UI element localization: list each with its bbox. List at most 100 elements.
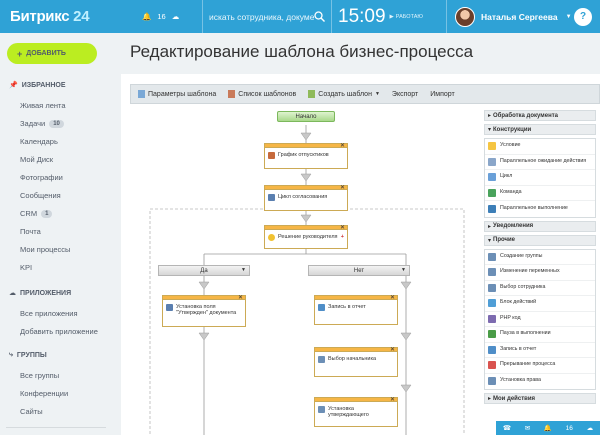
work-status[interactable]: ▶РАБОТАЮ [390,14,423,20]
activity-item[interactable]: Команда [485,186,595,201]
start-block[interactable]: Начало [277,111,335,122]
activity-item[interactable]: Параллельное ожидание действия [485,155,595,170]
activity-body: Установка поля "Утвержден" документа [163,300,245,317]
chat-icon[interactable]: ✉ [524,425,531,432]
work-time[interactable]: 15:09 ▶РАБОТАЮ [332,0,447,33]
caret-right-icon: ▸ [488,113,492,119]
chevron-down-icon[interactable]: ▼ [401,267,406,273]
section-apps[interactable]: ☁ ПРИЛОЖЕНИЯ [9,289,71,298]
activity-item[interactable]: Пауза в выполнении [485,327,595,343]
activity-condition[interactable]: ✕ Решение руководителя+ [264,225,348,249]
group-my-actions[interactable]: ▸Мои действия [484,393,596,404]
user-name[interactable]: Наталья Сергеева [481,11,558,22]
group-doc-processing[interactable]: ▸Обработка документа [484,110,596,121]
section-favorites[interactable]: 📌 ИЗБРАННОЕ [9,81,66,90]
add-button[interactable]: + ДОБАВИТЬ [7,43,97,64]
activity-item[interactable]: Прерывание процесса [485,358,595,374]
activity-set-approving[interactable]: ✕ Установка утверждающего [314,397,398,427]
workflow-workspace[interactable]: Начало ✕ График отпусктиков ✕ Цикл согла… [130,107,476,435]
help-button[interactable]: ? [574,7,592,26]
close-icon[interactable]: ✕ [237,295,243,301]
list-button[interactable]: Список шаблонов [224,90,300,98]
activity-icon [488,361,496,370]
chevron-down-icon[interactable]: ▼ [565,13,572,20]
bell-icon[interactable]: 🔔 [543,425,552,432]
close-icon[interactable]: ✕ [389,397,395,403]
activity-label: Запись в отчет [328,304,366,310]
export-button[interactable]: Экспорт [388,91,422,98]
user-menu[interactable]: Наталья Сергеева ▼ [447,6,574,27]
sidebar-item-label: Сообщения [20,191,61,200]
params-label: Параметры шаблона [148,90,217,98]
sidebar-item-kpi[interactable]: KPI [20,263,32,272]
activity-approval-cycle[interactable]: ✕ Цикл согласования [264,185,348,211]
create-button[interactable]: Создать шаблон▼ [304,90,384,98]
sidebar-item-sites[interactable]: Сайты [20,407,43,416]
activity-report[interactable]: ✕ Запись в отчет [314,295,398,325]
avatar[interactable] [455,6,475,27]
bell-icon[interactable]: 🔔 [142,12,152,21]
activity-item[interactable]: Запись в отчет [485,343,595,358]
sidebar-item-all-groups[interactable]: Все группы [20,371,59,380]
phone-icon[interactable]: ☎ [502,425,511,432]
work-status-label: РАБОТАЮ [395,13,423,20]
sidebar-item-my-drive[interactable]: Мой Диск [20,155,53,164]
sidebar-item-photos[interactable]: Фотографии [20,173,63,182]
top-bar: Битрикс 24 🔔 16 ☁ искать сотрудника, док… [0,0,600,33]
close-icon[interactable]: ✕ [339,143,345,149]
activity-choose-head[interactable]: ✕ Выбор начальника [314,347,398,377]
search-box[interactable]: искать сотрудника, докуме [202,0,332,33]
import-button[interactable]: Импорт [426,91,458,98]
cloud-icon[interactable]: ☁ [171,12,180,21]
activities-panel: ▸Обработка документа ▾Конструкции Услови… [484,110,596,435]
activity-item[interactable]: Параллельное выполнение [485,201,595,217]
close-icon[interactable]: ✕ [339,225,345,231]
activity-schedule[interactable]: ✕ График отпусктиков [264,143,348,169]
activity-icon [488,345,496,354]
search-icon[interactable] [314,11,325,22]
activity-header: ✕ [265,185,347,191]
search-input[interactable]: искать сотрудника, докуме [209,11,314,22]
group-constructions[interactable]: ▾Конструкции [484,124,596,135]
sidebar-item-all-apps[interactable]: Все приложения [20,309,78,318]
activity-icon [488,157,496,166]
sidebar-item-add-app[interactable]: Добавить приложение [20,327,98,336]
plus-icon[interactable]: + [340,234,344,240]
sidebar-item-my-processes[interactable]: Мои процессы [20,245,70,254]
cloud-icon[interactable]: ☁ [586,425,594,432]
group-other[interactable]: ▾Прочие [484,234,596,246]
group-notifications[interactable]: ▸Уведомления [484,220,596,232]
close-icon[interactable]: ✕ [339,185,345,191]
sidebar-item-messages[interactable]: Сообщения [20,191,61,200]
branch-yes[interactable]: Да▼ [158,265,250,276]
activity-item[interactable]: Изменение переменных [485,265,595,281]
activity-set-status[interactable]: ✕ Установка поля "Утвержден" документа [162,295,246,327]
activity-item[interactable]: Установка права [485,374,595,390]
arrow-down-icon [400,332,412,341]
caret-right-icon: ▸ [488,396,492,402]
activity-item[interactable]: PHP код [485,312,595,327]
activity-item[interactable]: Условие [485,139,595,155]
logo[interactable]: Битрикс 24 [0,8,110,25]
activity-item[interactable]: Выбор сотрудника [485,281,595,296]
params-button[interactable]: Параметры шаблона [134,90,220,98]
chevron-down-icon[interactable]: ▼ [241,267,246,273]
activity-item[interactable]: Цикл [485,170,595,186]
document-icon [268,194,275,201]
section-groups[interactable]: ⤷ ГРУППЫ [9,351,47,359]
close-icon[interactable]: ✕ [389,295,395,301]
notifications[interactable]: 🔔 16 ☁ [110,0,202,33]
activity-header: ✕ [315,347,397,353]
close-icon[interactable]: ✕ [389,347,395,353]
activity-item[interactable]: Блок действий [485,296,595,312]
branch-no[interactable]: Нет▼ [308,265,410,276]
activity-body: Выбор начальника [315,352,397,363]
activity-item[interactable]: Создание группы [485,250,595,265]
sidebar-item-calendar[interactable]: Календарь [20,137,58,146]
sidebar-item-live-feed[interactable]: Живая лента [20,101,66,110]
notifications-count: 16 [157,12,166,21]
sidebar-item-mail[interactable]: Почта [20,227,41,236]
sidebar-item-conferences[interactable]: Конференции [20,389,68,398]
